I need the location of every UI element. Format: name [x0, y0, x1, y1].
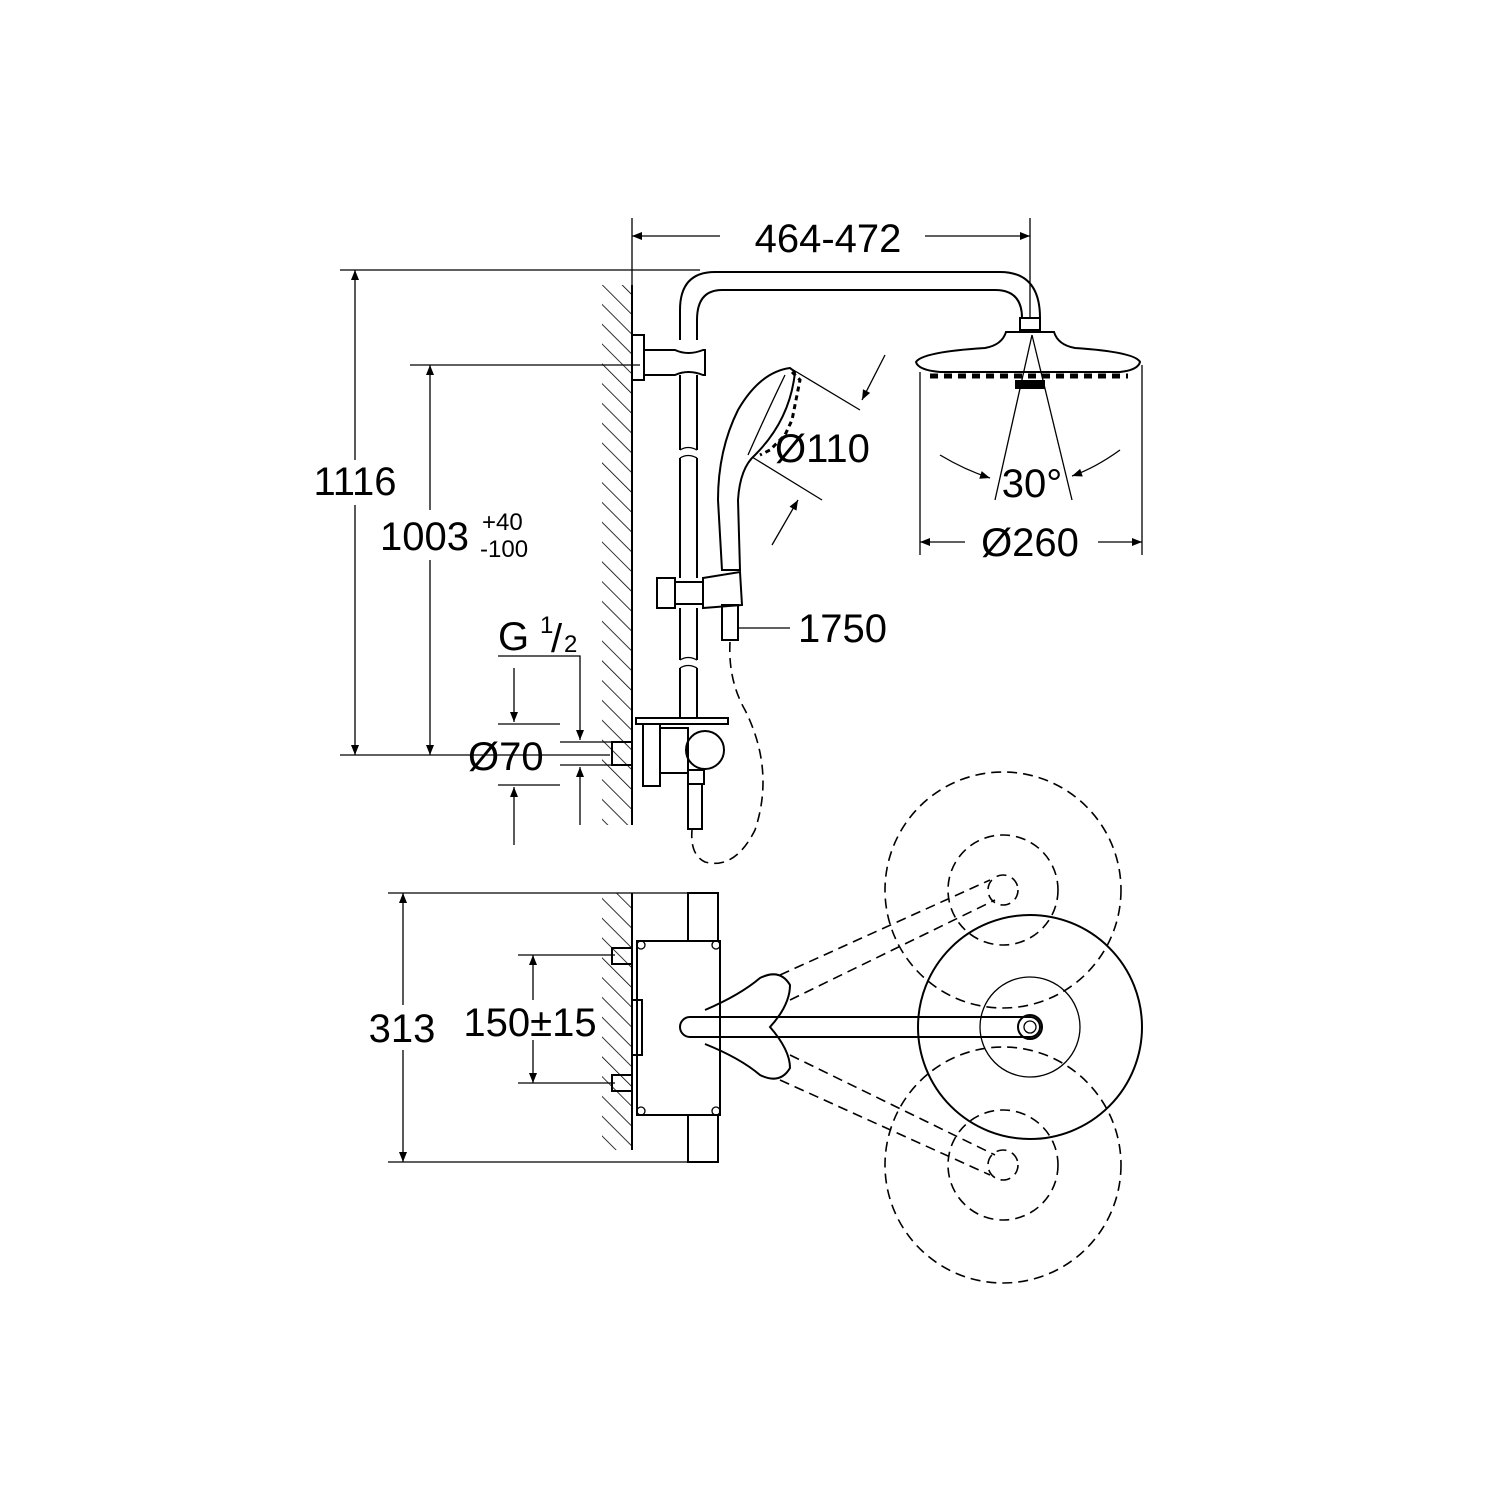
shower-arm-plan — [679, 1016, 1041, 1038]
wall-section — [602, 285, 633, 825]
dimension-total-height: 1116 — [305, 269, 700, 756]
riser-tolerance-plus: +40 — [482, 509, 523, 536]
hose-length-label: 1750 — [798, 607, 887, 651]
dimension-riser-height: 1003 +40 -100 — [378, 364, 640, 755]
dimension-head-diameter: Ø260 — [919, 365, 1143, 565]
riser-tolerance-minus: -100 — [480, 536, 528, 563]
spray-angle-label: 30° — [1002, 462, 1063, 506]
hose: 1750 — [690, 607, 887, 864]
head-shower — [914, 317, 1142, 389]
wall-bracket — [631, 334, 706, 381]
mixer-body-plan — [611, 892, 721, 1163]
inlet-spacing-label: 150±15 — [463, 1001, 596, 1045]
plan-view: 313 150±15 — [360, 771, 1143, 1284]
depth-label: 313 — [369, 1007, 436, 1051]
thread-letter: G — [498, 615, 529, 659]
thread-numerator: 1 — [540, 612, 553, 639]
thermostat-mixer — [611, 717, 729, 830]
total-height-label: 1116 — [313, 460, 396, 504]
dimension-arm-projection: 464-472 — [631, 217, 1031, 318]
head-shower-plan — [884, 771, 1143, 1284]
dimension-inlet-spacing: 150±15 — [463, 954, 615, 1084]
thread-denominator: 2 — [564, 631, 577, 658]
head-diameter-label: Ø260 — [981, 521, 1079, 565]
wall-section-plan — [602, 893, 633, 1150]
dimension-spray-angle: 30° — [939, 334, 1121, 506]
thread-slash: / — [551, 617, 563, 661]
side-view: 464-472 1116 1003 +40 -100 — [305, 217, 1143, 864]
mixer-diameter-label: Ø70 — [468, 735, 544, 779]
hand-shower-diameter-label: Ø110 — [775, 427, 870, 471]
dimension-depth: 313 — [360, 892, 700, 1163]
arm-projection-label: 464-472 — [755, 217, 902, 261]
riser-pipe — [679, 271, 1041, 718]
dimension-thread-and-mixer: G 1 / 2 Ø70 — [468, 612, 612, 845]
hand-shower-plan — [704, 879, 996, 1176]
riser-height-label: 1003 — [380, 515, 469, 559]
hand-shower: Ø110 — [716, 354, 886, 571]
slider-holder — [656, 570, 744, 641]
